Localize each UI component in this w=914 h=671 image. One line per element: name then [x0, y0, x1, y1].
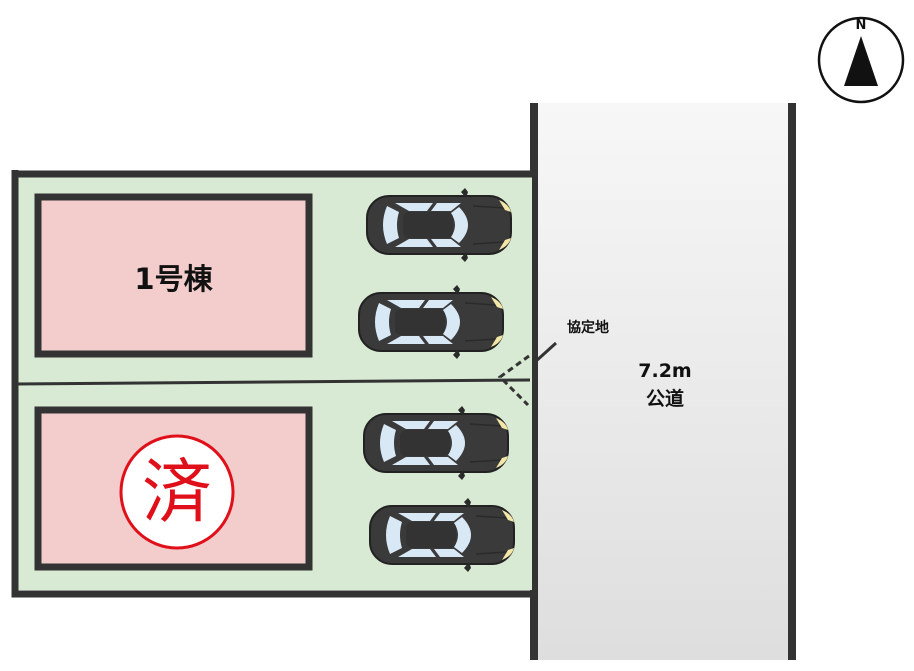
lot-boundary [11, 170, 534, 598]
road-edge-right [788, 103, 796, 660]
car-icon [366, 187, 512, 263]
road-edge-left [530, 103, 538, 660]
car-icon [369, 497, 515, 573]
lot-divider [14, 378, 531, 386]
building-1-label: 1号棟 [134, 262, 213, 296]
agreement-land-area [497, 354, 530, 407]
road-type-label: 公道 [645, 388, 684, 410]
sold-stamp-circle [119, 434, 235, 550]
car-icon [358, 284, 504, 360]
road-width-label: 7.2m [638, 360, 692, 382]
compass-north-label: N [855, 18, 867, 33]
sold-stamp: 済 [142, 451, 212, 533]
public-road [538, 103, 789, 660]
car-icon [363, 405, 509, 481]
north-arrow-icon [844, 36, 878, 86]
agreement-land-label: 協定地 [567, 320, 609, 336]
agreement-land-leader [533, 341, 558, 364]
building-1 [34, 193, 313, 358]
